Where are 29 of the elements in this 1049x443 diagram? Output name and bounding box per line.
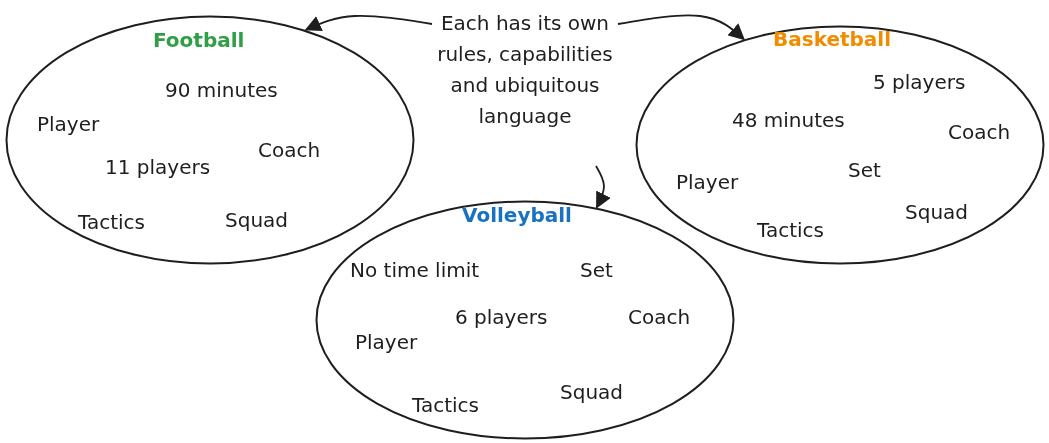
term-label: Player <box>676 170 739 194</box>
annotation-text: Each has its own rules, capabilities and ubiquitous language <box>432 8 618 166</box>
arrow <box>595 165 611 209</box>
term-label: Player <box>37 112 100 136</box>
context-title: Basketball <box>773 27 892 51</box>
term-label: Tactics <box>757 218 824 242</box>
term-label: Coach <box>258 138 321 162</box>
term-label: Tactics <box>412 393 479 417</box>
term-label: No time limit <box>350 258 480 282</box>
context-ellipse <box>635 25 1045 265</box>
term-label: 6 players <box>455 305 548 329</box>
arrow <box>617 14 745 41</box>
term-label: 5 players <box>873 70 966 94</box>
term-label: Set <box>848 158 881 182</box>
term-label: Player <box>355 330 418 354</box>
term-label: Coach <box>628 305 691 329</box>
arrow <box>304 14 433 31</box>
term-label: Tactics <box>78 210 145 234</box>
term-label: Coach <box>948 120 1011 144</box>
term-label: Squad <box>560 380 624 404</box>
term-label: 11 players <box>105 155 211 179</box>
context-title: Football <box>153 28 245 52</box>
term-label: Set <box>580 258 613 282</box>
term-label: 48 minutes <box>732 108 845 132</box>
context-ellipse <box>315 200 735 440</box>
term-label: 90 minutes <box>165 78 278 102</box>
context-title: Volleyball <box>462 203 572 227</box>
term-label: Squad <box>905 200 969 224</box>
term-label: Squad <box>225 208 289 232</box>
